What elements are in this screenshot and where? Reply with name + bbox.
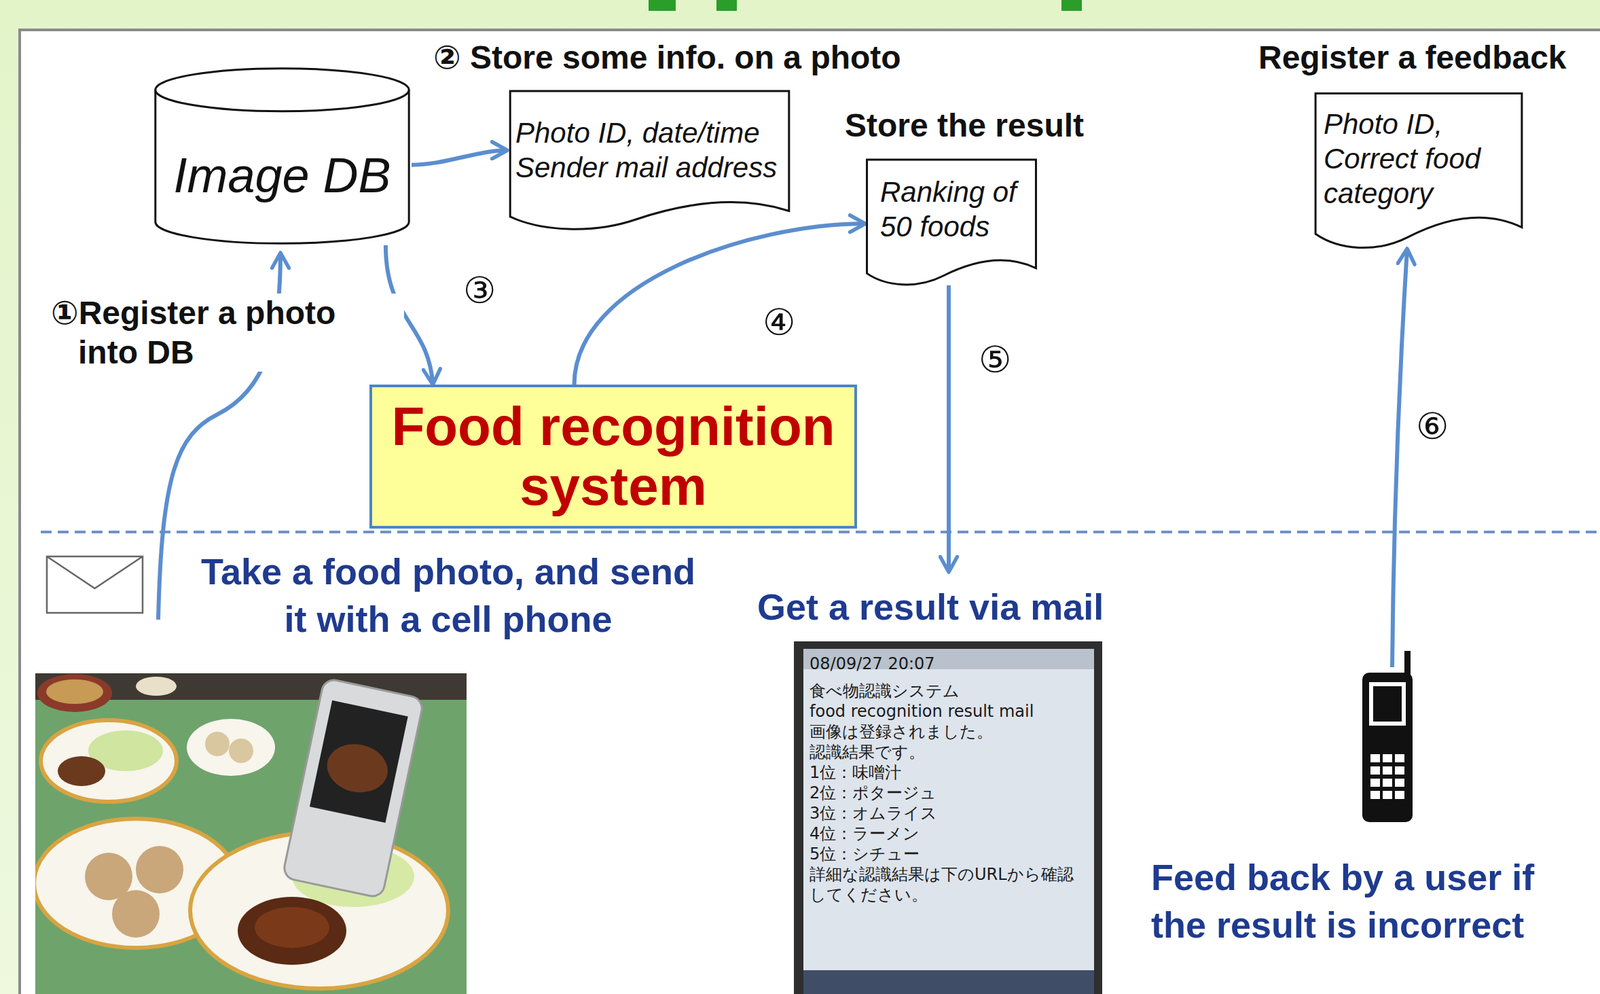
screenshot-frame: [793, 641, 1103, 994]
annotation: Get a result via mail: [757, 582, 1104, 631]
phone-screen-text: 08/09/27 20:07 食べ物認識システムfood recognition …: [809, 653, 1090, 905]
screen-food: [322, 738, 393, 798]
screen-text: 1位：味噌汁: [809, 761, 1090, 783]
softkey-bar: [803, 969, 1095, 994]
process-box: Food recognition system: [369, 384, 858, 529]
key: [1394, 753, 1405, 762]
phone-body: [281, 677, 424, 899]
cylinder-body: [155, 89, 409, 244]
screen-text: 5位：シチュー: [809, 843, 1090, 864]
document-body: Photo ID, Correct food category: [1313, 91, 1524, 254]
key: [1382, 753, 1393, 762]
flow-arrow: [574, 223, 866, 385]
result-screenshot: [793, 641, 1103, 994]
hamburg-sauce: [237, 896, 347, 965]
database-label: Image DB: [173, 148, 391, 203]
soup-bowl: [37, 673, 113, 712]
document-text: Ranking of 50 foods: [880, 174, 1023, 244]
callout-number: ④: [762, 302, 796, 343]
screen-text: 詳細な認識結果は下のURLから確認してください。: [809, 863, 1090, 905]
cell-phone-icon: [1362, 650, 1413, 822]
callout-number: ⑤: [978, 339, 1012, 380]
callout-number: ③: [463, 270, 496, 311]
document-body: Photo ID, date/time Sender mail address: [507, 89, 792, 234]
key: [1382, 778, 1393, 787]
screen-text: 08/09/27 20:07: [809, 653, 1090, 674]
divider-line: [40, 530, 1600, 534]
plate: [40, 719, 177, 802]
screen-text: 食べ物認識システム: [809, 680, 1090, 701]
dumpling: [205, 731, 230, 756]
key: [1370, 778, 1380, 787]
document-border: [1315, 93, 1522, 248]
title-fragment: [1061, 0, 1082, 11]
key: [1394, 790, 1405, 799]
callout-number: ⑥: [1415, 406, 1449, 447]
key: [1382, 766, 1393, 775]
hamburg: [254, 906, 330, 948]
document-node: Register a feedbackPhoto ID, Correct foo…: [1258, 38, 1567, 254]
key: [1370, 753, 1380, 762]
dumpling: [135, 845, 184, 894]
screen-text: 4位：ラーメン: [809, 823, 1090, 844]
phone-keypad: [1370, 753, 1405, 799]
soup: [46, 679, 104, 704]
envelope-icon: [46, 556, 143, 613]
food-photo: [35, 673, 467, 994]
document-heading: Store the result: [844, 105, 1084, 146]
annotation: ①Register a photo into DB: [50, 293, 405, 372]
document-heading: Register a feedback: [1258, 38, 1567, 78]
key: [1370, 790, 1380, 799]
title-fragment: [648, 0, 676, 11]
screenshot-screen: [803, 648, 1095, 994]
document-text: Photo ID, date/time Sender mail address: [515, 115, 784, 185]
envelope-body: [46, 556, 143, 613]
dumpling: [112, 889, 160, 938]
flow-arrow: [411, 150, 508, 165]
phone-screen: [309, 700, 409, 823]
dumpling: [228, 738, 254, 763]
title-fragment: [716, 0, 737, 11]
screen-text: 画像は登録されました。: [809, 721, 1090, 742]
document-shape: Photo ID, Correct food category: [1313, 91, 1524, 254]
screen-text: 2位：ポタージュ: [809, 782, 1090, 803]
document-heading: ② Store some info. on a photo: [433, 38, 902, 78]
screen-text: food recognition result mail: [809, 700, 1090, 722]
document-body: Ranking of 50 foods: [865, 158, 1038, 289]
title-fragment: [648, 0, 1082, 11]
key: [1394, 766, 1405, 775]
key: [1370, 766, 1380, 775]
document-border: [510, 91, 790, 229]
document-shape: Ranking of 50 foods: [865, 158, 1038, 289]
document-text: Photo ID, Correct food category: [1323, 106, 1514, 212]
box-label: Food recognition system: [385, 396, 841, 517]
cylinder-top: [155, 68, 409, 112]
annotation: Feed back by a user if the result is inc…: [1151, 852, 1586, 949]
flip-phone: [281, 677, 424, 899]
screen-text: 3位：オムライス: [809, 802, 1090, 824]
document-shape: Photo ID, date/time Sender mail address: [507, 89, 792, 234]
document-node: Store the resultRanking of 50 foods: [844, 105, 1085, 290]
annotation: Take a food photo, and send it with a ce…: [196, 547, 700, 643]
document-node: ② Store some info. on a photoPhoto ID, d…: [433, 38, 902, 235]
phone-display: [1369, 681, 1406, 726]
phone-display-inner: [1373, 685, 1402, 722]
small-dish: [135, 676, 177, 696]
screen-text: 認識結果です。: [809, 741, 1090, 762]
flow-arrow: [1392, 248, 1408, 667]
flow-arrow: [946, 285, 951, 572]
envelope-flap: [46, 556, 143, 589]
patty: [57, 755, 106, 786]
database-cylinder: Image DB: [152, 66, 412, 246]
document-border: [867, 159, 1037, 285]
plate: [186, 718, 276, 776]
key: [1382, 790, 1393, 799]
phone-body: [1362, 672, 1413, 822]
key: [1394, 778, 1405, 787]
